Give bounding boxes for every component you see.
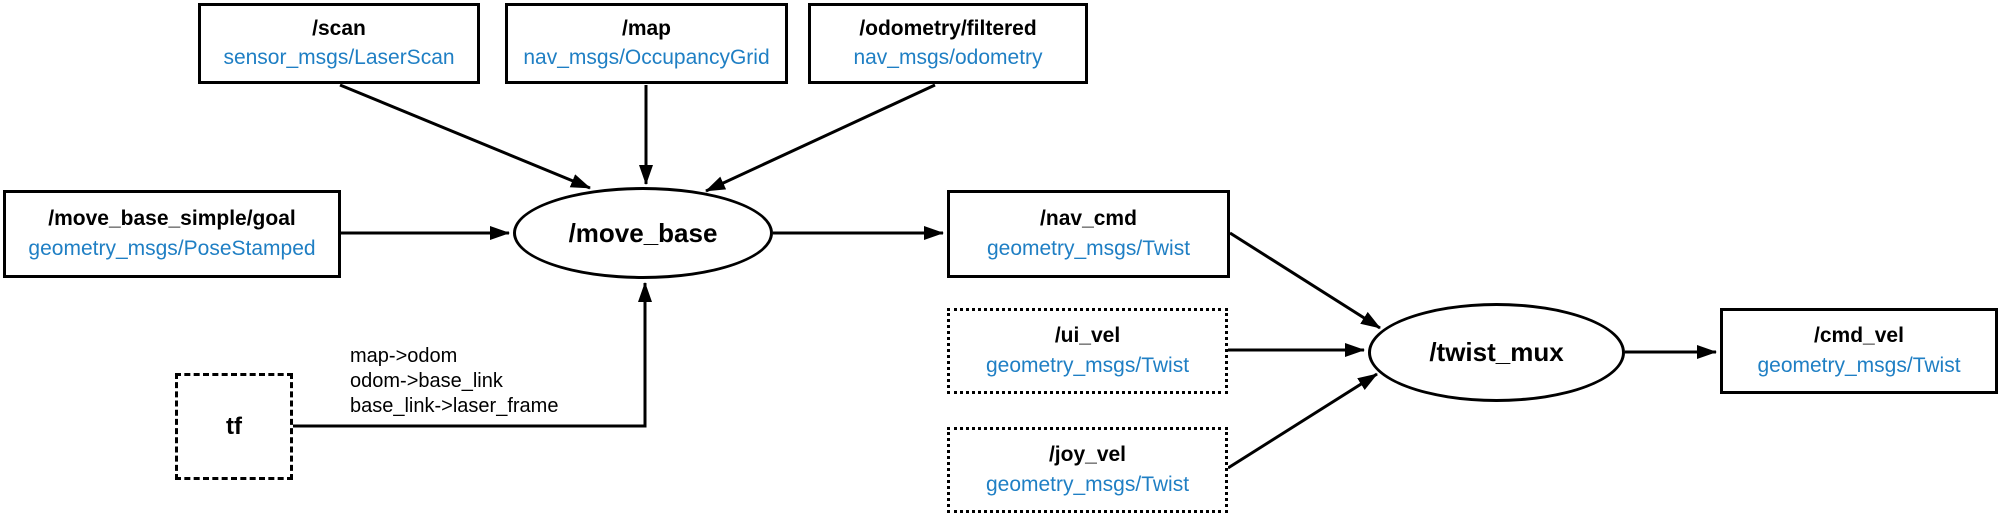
node-map-type: nav_msgs/OccupancyGrid	[523, 46, 770, 69]
node-tf-label: tf	[226, 412, 242, 440]
node-map-title: /map	[621, 16, 671, 40]
node-cmd-vel-type: geometry_msgs/Twist	[1757, 353, 1961, 377]
node-twist-mux-label: /twist_mux	[1429, 337, 1564, 367]
node-nav-cmd-title: /nav_cmd	[1040, 207, 1137, 231]
edge-scan-to-move-base	[339, 83, 591, 190]
node-joy-vel-type: geometry_msgs/Twist	[985, 472, 1190, 496]
node-odometry-filtered: /odometry/filtered nav_msgs/odometry	[808, 3, 1088, 84]
node-cmd-vel-title: /cmd_vel	[1814, 324, 1904, 348]
node-cmd-vel: /cmd_vel geometry_msgs/Twist	[1720, 308, 1998, 394]
tf-frame-base-link-laser: base_link->laser_frame	[350, 395, 559, 417]
node-map: /map nav_msgs/OccupancyGrid	[505, 3, 788, 84]
tf-frame-map-odom: map->odom	[350, 345, 458, 367]
node-scan-title: /scan	[312, 16, 366, 40]
node-odometry-filtered-type: nav_msgs/odometry	[853, 46, 1043, 69]
edge-tf-to-move-base	[293, 282, 652, 428]
node-ui-vel: /ui_vel geometry_msgs/Twist	[947, 308, 1228, 394]
node-odometry-filtered-title: /odometry/filtered	[859, 16, 1037, 40]
node-nav-cmd-type: geometry_msgs/Twist	[986, 236, 1191, 260]
node-scan: /scan sensor_msgs/LaserScan	[198, 3, 480, 84]
node-ui-vel-type: geometry_msgs/Twist	[985, 353, 1190, 377]
tf-frame-list: map->odom odom->base_link base_link->las…	[350, 344, 558, 419]
node-joy-vel: /joy_vel geometry_msgs/Twist	[947, 427, 1228, 513]
node-move-base-label: /move_base	[568, 217, 718, 248]
node-twist-mux: /twist_mux	[1368, 303, 1625, 402]
node-nav-cmd: /nav_cmd geometry_msgs/Twist	[947, 190, 1230, 278]
node-move-base: /move_base	[513, 187, 773, 279]
edge-nav-cmd-to-twist-mux	[1229, 231, 1381, 330]
node-ui-vel-title: /ui_vel	[1054, 324, 1121, 348]
tf-frame-odom-base-link: odom->base_link	[350, 370, 503, 392]
node-move-base-simple-goal: /move_base_simple/goal geometry_msgs/Pos…	[3, 190, 341, 278]
node-scan-type: sensor_msgs/LaserScan	[223, 46, 455, 69]
edge-joy-vel-to-twist-mux	[1227, 372, 1378, 470]
edge-odometry-to-move-base	[705, 83, 936, 193]
node-tf: tf	[175, 373, 293, 480]
node-move-base-simple-goal-type: geometry_msgs/PoseStamped	[28, 236, 316, 260]
node-joy-vel-title: /joy_vel	[1048, 443, 1127, 467]
node-move-base-simple-goal-title: /move_base_simple/goal	[48, 207, 296, 231]
